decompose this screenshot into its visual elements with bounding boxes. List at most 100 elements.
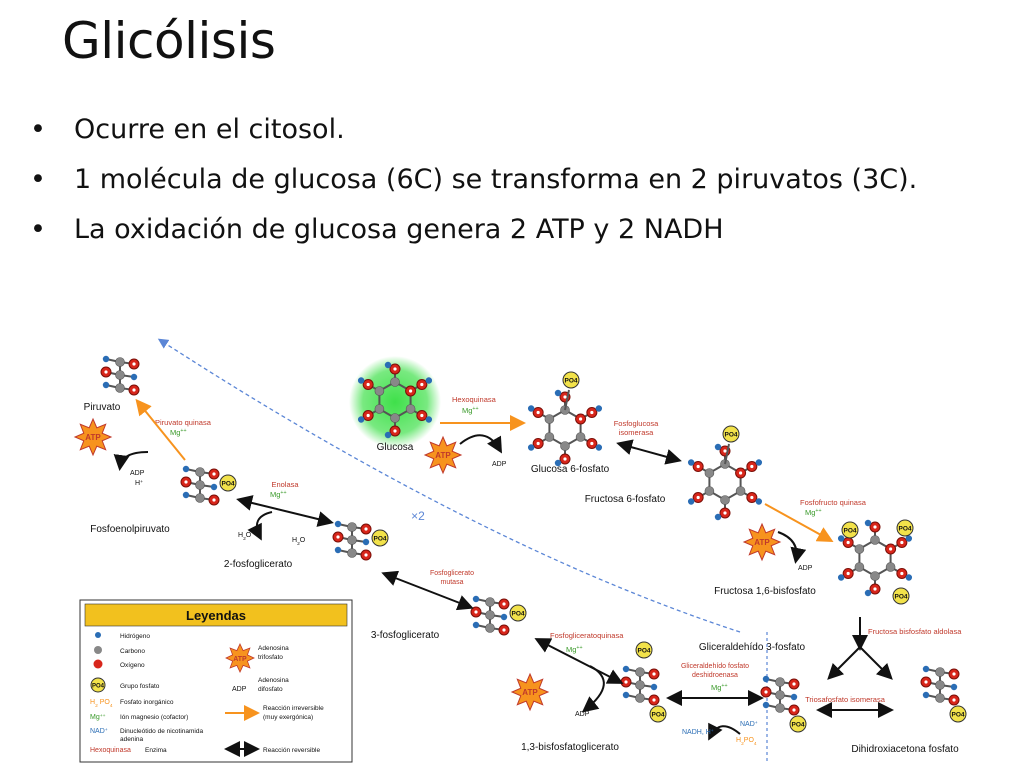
bullet-text: La oxidación de glucosa genera 2 ATP y 2…	[74, 214, 724, 245]
carbon-atom	[485, 610, 495, 620]
oxygen-atom-core	[420, 382, 424, 387]
legend-label: Dinucleótido de nicotinamida	[120, 728, 203, 735]
magnesium-label: Mg++	[711, 683, 728, 692]
legend-phosphate-icon	[90, 677, 106, 693]
oxygen-atom-core	[578, 417, 583, 421]
magnesium-label: Mg++	[566, 645, 583, 654]
oxygen-atom-core	[652, 698, 656, 702]
hydrogen-atom	[384, 431, 392, 439]
oxygen-atom-core	[104, 370, 108, 374]
legend-adp-label-2: difosfato	[258, 686, 283, 693]
hydrogen-atom	[554, 459, 562, 467]
carbon-atom	[374, 386, 385, 396]
hydrogen-atom	[837, 535, 845, 542]
curve-piruvato-quinasa	[113, 451, 149, 471]
carbon-atom	[115, 370, 125, 380]
h2o-out: H2O	[238, 532, 252, 542]
hydrogen-atom	[182, 491, 190, 499]
carbon-atom	[704, 486, 715, 496]
hydrogen-atom	[622, 691, 630, 699]
oxygen-atom-core	[590, 410, 594, 415]
phosphate-group	[896, 519, 914, 537]
enzyme-deshidroenasa: deshidroenasa	[692, 672, 738, 679]
arrow-fosfogliceratoquinasa	[534, 638, 624, 684]
legend-enzyme-symbol: Hexoquinasa	[90, 747, 131, 754]
oxygen-atom-core	[212, 498, 216, 502]
bullet-dot: •	[30, 164, 46, 195]
carbon-atom	[560, 441, 570, 451]
phosphate-group	[635, 641, 653, 659]
oxygen-atom-core	[420, 413, 424, 418]
legend-label: Fosfato inorgánico	[120, 699, 174, 706]
bullet-item: •Ocurre en el citosol.	[30, 112, 990, 148]
hydrogen-atom	[714, 513, 722, 521]
atp-fosfofructo: ATP	[742, 522, 782, 562]
arrow-mutasa	[381, 570, 474, 611]
oxygen-atom-core	[723, 449, 727, 453]
phosphate-group	[949, 705, 967, 723]
carbon-atom	[544, 414, 555, 424]
label-fructosa-6p: Fructosa 6-fosfato	[585, 494, 666, 505]
bullet-dot: •	[30, 114, 46, 145]
h2po4-label: H2PO4	[736, 737, 757, 747]
hydrogen-atom	[357, 377, 365, 384]
oxygen-atom-core	[624, 680, 628, 684]
hydrogen-atom	[837, 574, 845, 581]
hydrogen-atom	[334, 546, 342, 554]
adp-hexoquinasa: ADP	[492, 461, 507, 468]
label-fosfoenolpiruvato: Fosfoenolpiruvato	[90, 524, 170, 535]
carbon-atom	[775, 703, 785, 713]
hydrogen-atom	[687, 498, 695, 505]
oxygen-atom-core	[952, 698, 956, 702]
bond	[564, 389, 570, 411]
hydrogen-atom	[714, 443, 722, 451]
carbon-atom	[635, 667, 645, 677]
oxygen-atom-core	[366, 413, 370, 418]
phosphate-label: PO4	[894, 594, 907, 601]
enzyme-aldolasa: Fructosa bisfosfato aldolasa	[868, 627, 962, 636]
oxygen-atom-core	[873, 587, 877, 591]
carbon-atom	[390, 413, 400, 423]
oxygen-atom-core	[132, 388, 136, 392]
oxygen-atom-core	[873, 525, 877, 529]
hydrogen-atom	[595, 444, 603, 451]
legend-frame	[79, 599, 353, 763]
fosfoglicerato-2-molecule: PO4	[332, 520, 389, 561]
adp-fosfofructo: ADP	[798, 565, 813, 572]
curve-enolasa	[247, 511, 273, 541]
carbon-atom	[885, 562, 896, 572]
legend-label: Enzima	[145, 747, 167, 754]
enzyme-fosfofructo: Fosfofructo quinasa	[800, 498, 867, 507]
oxygen-atom-core	[536, 441, 540, 446]
phosphate-group	[722, 425, 740, 443]
arrow-fosfofructo	[764, 503, 834, 542]
phosphate-label: PO4	[564, 378, 577, 385]
atp-star	[742, 522, 782, 562]
oxygen-atom-core	[364, 553, 368, 557]
carbon-atom	[485, 623, 495, 633]
enzyme-fosfogliceratoquinasa: Fosfogliceratoquinasa	[550, 631, 624, 640]
carbon-atom	[870, 571, 880, 581]
phosphate-label: PO4	[951, 712, 964, 719]
oxygen-atom-core	[696, 495, 700, 500]
hydrogen-atom	[922, 665, 930, 673]
legend-mg-symbol: Mg++	[90, 714, 106, 722]
arrow-fosfoglucosa	[616, 439, 682, 465]
label-gliceraldehido-3p: Gliceraldehído 3-fosfato	[699, 642, 806, 653]
atp-label: ATP	[754, 538, 770, 547]
hydrogen-atom	[864, 589, 872, 597]
legend-reversible-label: Reacción reversible	[263, 747, 320, 754]
oxygen-atom-core	[764, 690, 768, 694]
oxygen-atom-core	[393, 367, 397, 371]
oxygen-atom-core	[750, 495, 754, 500]
atp-label: ATP	[85, 433, 101, 442]
hydrogen-atom	[362, 538, 370, 546]
phosphate-group	[789, 715, 807, 733]
label-glucosa-6p: Glucosa 6-fosfato	[531, 464, 610, 475]
bullet-item: •1 molécula de glucosa (6C) se transform…	[30, 162, 990, 198]
hydrogen-atom	[102, 381, 110, 389]
carbon-atom	[347, 548, 357, 558]
